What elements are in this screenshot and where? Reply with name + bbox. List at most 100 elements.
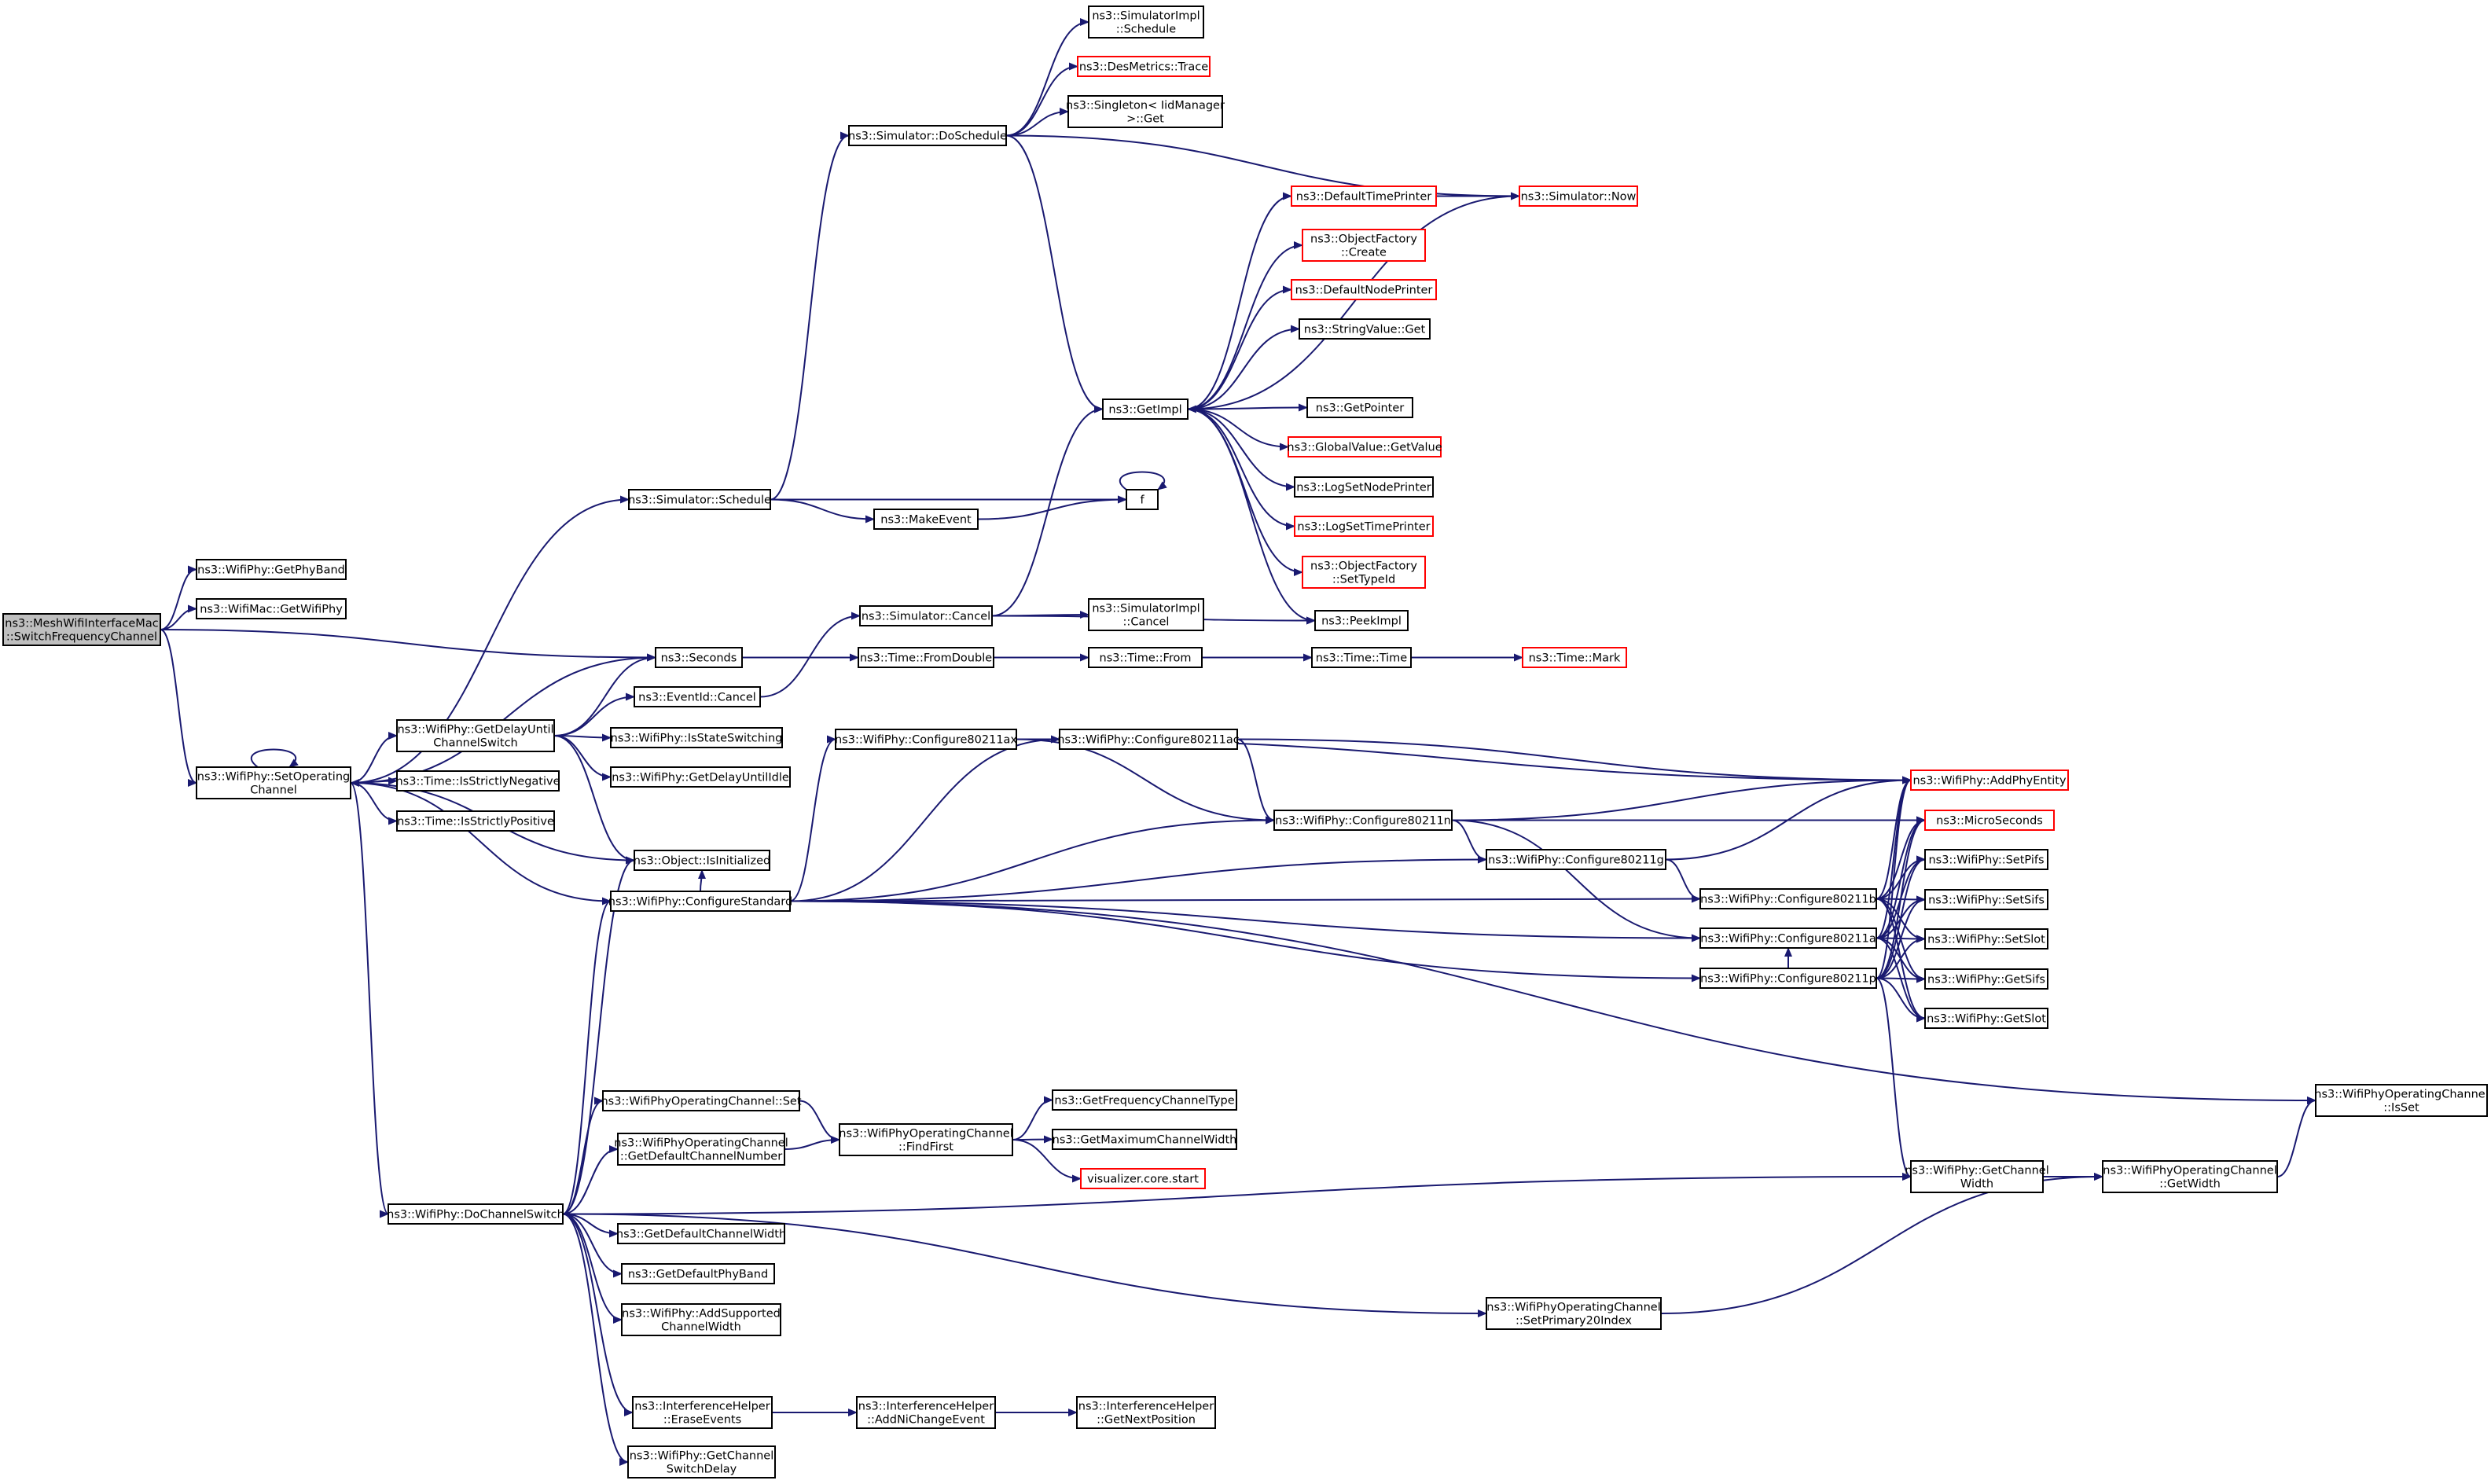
edge-c80211g-to-c80211b xyxy=(1665,858,1701,903)
node-label: ns3::ObjectFactory xyxy=(1310,560,1417,573)
node-seconds[interactable]: ns3::Seconds xyxy=(655,647,743,668)
node-iherase[interactable]: ns3::InterferenceHelper::EraseEvents xyxy=(632,1396,773,1429)
node-box xyxy=(1052,1129,1237,1150)
node-confstd[interactable]: ns3::WifiPhy::ConfigureStandard xyxy=(608,891,792,912)
node-simcancel[interactable]: ns3::Simulator::Cancel xyxy=(859,605,993,626)
node-c80211p[interactable]: ns3::WifiPhy::Configure80211p xyxy=(1699,968,1877,989)
node-label: ns3::ObjectFactory xyxy=(1310,233,1417,246)
node-logsetnode[interactable]: ns3::LogSetNodePrinter xyxy=(1294,476,1434,498)
node-label: ::Cancel xyxy=(1123,616,1170,629)
edge-confstd-to-isinit xyxy=(697,869,706,892)
edge-c80211p-to-addphyentity xyxy=(1876,776,1912,979)
node-makeevent[interactable]: ns3::MakeEvent xyxy=(873,509,979,530)
node-root[interactable]: ns3::MeshWifiInterfaceMac::SwitchFrequen… xyxy=(2,613,161,646)
node-box xyxy=(1299,318,1431,340)
node-microseconds[interactable]: ns3::MicroSeconds xyxy=(1924,810,2055,831)
node-globalvalget[interactable]: ns3::GlobalValue::GetValue xyxy=(1287,436,1442,457)
node-peekimpl[interactable]: ns3::PeekImpl xyxy=(1314,610,1409,631)
node-doschedule[interactable]: ns3::Simulator::DoSchedule xyxy=(848,125,1007,146)
node-ihgetnext[interactable]: ns3::InterferenceHelper::GetNextPosition xyxy=(1076,1396,1216,1429)
node-box xyxy=(1052,1089,1237,1111)
node-singleton[interactable]: ns3::Singleton< IidManager>::Get xyxy=(1066,95,1225,128)
node-label: ns3::MicroSeconds xyxy=(1936,815,2043,828)
edge-setopch-to-dochsw xyxy=(350,782,389,1218)
node-getdefband[interactable]: ns3::GetDefaultPhyBand xyxy=(621,1263,775,1284)
node-objfactcreate[interactable]: ns3::ObjectFactory::Create xyxy=(1302,229,1426,262)
node-simnow[interactable]: ns3::Simulator::Now xyxy=(1519,186,1638,207)
node-getwifiphy[interactable]: ns3::WifiMac::GetWifiPhy xyxy=(196,598,347,619)
node-timemark[interactable]: ns3::Time::Mark xyxy=(1522,647,1627,668)
edge-c80211p-to-setsifs xyxy=(1876,895,1926,979)
node-isstatesw[interactable]: ns3::WifiPhy::IsStateSwitching xyxy=(610,727,783,748)
node-box xyxy=(1924,1008,2048,1029)
node-addphyentity[interactable]: ns3::WifiPhy::AddPhyEntity xyxy=(1910,770,2069,791)
node-getdefchw[interactable]: ns3::GetDefaultChannelWidth xyxy=(616,1223,786,1244)
node-isinit[interactable]: ns3::Object::IsInitialized xyxy=(634,850,770,871)
node-label: ns3::WifiPhy::Configure80211ax xyxy=(835,734,1017,747)
node-schedule[interactable]: ns3::Simulator::Schedule xyxy=(628,489,771,510)
node-getdelayidle[interactable]: ns3::WifiPhy::GetDelayUntilIdle xyxy=(610,766,791,788)
node-logsettime[interactable]: ns3::LogSetTimePrinter xyxy=(1294,516,1434,537)
node-ihaddni[interactable]: ns3::InterferenceHelper::AddNiChangeEven… xyxy=(856,1396,996,1429)
node-findfirst[interactable]: ns3::WifiPhyOperatingChannel::FindFirst xyxy=(839,1123,1013,1156)
node-c80211g[interactable]: ns3::WifiPhy::Configure80211g xyxy=(1486,849,1666,870)
edge-confstd-to-c80211g xyxy=(789,855,1487,902)
node-box xyxy=(1088,647,1203,668)
node-getsifs[interactable]: ns3::WifiPhy::GetSifs xyxy=(1924,968,2048,990)
node-label: ns3::GlobalValue::GetValue xyxy=(1287,442,1442,454)
node-label: ns3::EventId::Cancel xyxy=(638,692,756,704)
node-label: ns3::Simulator::DoSchedule xyxy=(848,130,1007,143)
node-dochsw[interactable]: ns3::WifiPhy::DoChannelSwitch xyxy=(387,1203,564,1225)
node-getpointer[interactable]: ns3::GetPointer xyxy=(1306,397,1413,418)
node-fromdouble[interactable]: ns3::Time::FromDouble xyxy=(858,647,994,668)
edge-root-to-setopch xyxy=(160,629,197,787)
node-f[interactable]: f xyxy=(1126,489,1159,510)
node-defnodeprinter[interactable]: ns3::DefaultNodePrinter xyxy=(1291,279,1437,300)
node-box xyxy=(610,891,791,912)
node-timefrom[interactable]: ns3::Time::From xyxy=(1088,647,1203,668)
node-opchgetwidth[interactable]: ns3::WifiPhyOperatingChannel::GetWidth xyxy=(2102,1160,2278,1193)
edge-getdelay-to-getdelayidle xyxy=(553,735,612,781)
node-box xyxy=(1273,810,1453,831)
node-box xyxy=(1311,647,1412,668)
node-box xyxy=(873,509,979,530)
node-opchisset[interactable]: ns3::WifiPhyOperatingChannel::IsSet xyxy=(2314,1084,2489,1117)
node-c80211ac[interactable]: ns3::WifiPhy::Configure80211ac xyxy=(1057,729,1240,750)
node-opchset[interactable]: ns3::WifiPhyOperatingChannel::Set xyxy=(601,1090,802,1111)
node-desmetrics[interactable]: ns3::DesMetrics::Trace xyxy=(1077,56,1211,77)
node-vizstart[interactable]: visualizer.core.start xyxy=(1080,1168,1206,1189)
node-label: ns3::Time::From xyxy=(1100,652,1192,665)
node-timetime[interactable]: ns3::Time::Time xyxy=(1311,647,1412,668)
node-label: ns3::GetMaximumChannelWidth xyxy=(1053,1134,1237,1147)
node-simimplcancel[interactable]: ns3::SimulatorImpl::Cancel xyxy=(1088,598,1204,631)
node-c80211a[interactable]: ns3::WifiPhy::Configure80211a xyxy=(1699,928,1877,949)
node-c80211b[interactable]: ns3::WifiPhy::Configure80211b xyxy=(1699,888,1877,909)
node-label: ns3::DefaultNodePrinter xyxy=(1295,285,1433,297)
node-setsifs[interactable]: ns3::WifiPhy::SetSifs xyxy=(1924,889,2048,910)
node-simimplsched[interactable]: ns3::SimulatorImpl::Schedule xyxy=(1088,6,1204,39)
node-label: ::IsSet xyxy=(2383,1102,2419,1115)
node-deftimeprinter[interactable]: ns3::DefaultTimePrinter xyxy=(1291,186,1437,207)
node-getslot[interactable]: ns3::WifiPhy::GetSlot xyxy=(1924,1008,2048,1029)
node-setprim20[interactable]: ns3::WifiPhyOperatingChannel::SetPrimary… xyxy=(1486,1297,1662,1330)
node-opchgetdef[interactable]: ns3::WifiPhyOperatingChannel::GetDefault… xyxy=(614,1133,788,1166)
node-evcancel[interactable]: ns3::EventId::Cancel xyxy=(634,686,761,707)
node-objfactsettid[interactable]: ns3::ObjectFactory::SetTypeId xyxy=(1302,556,1426,589)
node-c80211ax[interactable]: ns3::WifiPhy::Configure80211ax xyxy=(835,729,1017,750)
node-getphyband[interactable]: ns3::WifiPhy::GetPhyBand xyxy=(196,559,347,580)
node-getfreqchtype[interactable]: ns3::GetFrequencyChannelType xyxy=(1052,1089,1237,1111)
node-c80211n[interactable]: ns3::WifiPhy::Configure80211n xyxy=(1273,810,1453,831)
node-getmaxchw[interactable]: ns3::GetMaximumChannelWidth xyxy=(1052,1129,1237,1150)
node-isstrpos[interactable]: ns3::Time::IsStrictlyPositive xyxy=(396,810,555,832)
node-label: ns3::WifiPhy::Configure80211n xyxy=(1275,815,1451,828)
node-getimpl[interactable]: ns3::GetImpl xyxy=(1102,399,1189,420)
node-setslot[interactable]: ns3::WifiPhy::SetSlot xyxy=(1924,928,2048,950)
node-strvalget[interactable]: ns3::StringValue::Get xyxy=(1299,318,1431,340)
node-setpifs[interactable]: ns3::WifiPhy::SetPifs xyxy=(1924,849,2048,870)
node-isstrneg[interactable]: ns3::Time::IsStrictlyNegative xyxy=(395,770,560,792)
